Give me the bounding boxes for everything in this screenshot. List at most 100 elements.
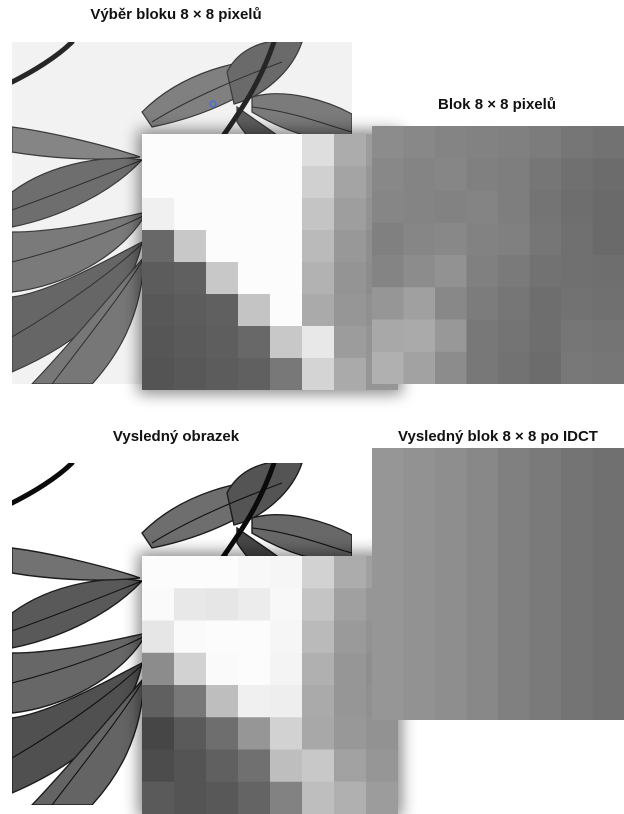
zoom-result-cell (174, 782, 207, 814)
zoom-result-cell (206, 621, 239, 654)
idct-block-cell (372, 550, 404, 585)
idct-block-cell (372, 584, 404, 619)
block-cell (498, 126, 530, 159)
zoom-cell (206, 294, 239, 327)
block-cell (530, 320, 562, 353)
zoom-cell (334, 134, 367, 167)
idct-block-cell (467, 618, 499, 653)
zoom-result-cell (366, 750, 398, 783)
zoom-result-cell (142, 556, 175, 589)
zoom-result-cell (238, 653, 271, 686)
zoom-cell (238, 294, 271, 327)
zoom-result-cell (270, 685, 303, 718)
block-cell (593, 287, 624, 320)
idct-block-cell (467, 652, 499, 687)
block-cell (467, 126, 499, 159)
zoom-result-cell (270, 653, 303, 686)
zoomed-result-block (142, 556, 398, 814)
idct-block-cell (530, 618, 562, 653)
block-cell (404, 191, 436, 224)
zoom-result-cell (174, 588, 207, 621)
zoom-result-cell (302, 621, 335, 654)
idct-block-cell (498, 448, 530, 483)
zoom-cell (270, 262, 303, 295)
idct-block-cell (530, 584, 562, 619)
idct-block-cell (467, 448, 499, 483)
block-cell (498, 255, 530, 288)
zoom-result-cell (334, 685, 367, 718)
zoom-result-cell (174, 653, 207, 686)
block-cell (593, 191, 624, 224)
zoom-cell (302, 198, 335, 231)
zoom-result-cell (142, 782, 175, 814)
block-cell (467, 287, 499, 320)
idct-block-cell (372, 618, 404, 653)
zoom-cell (206, 358, 239, 390)
zoom-cell (142, 230, 175, 263)
zoom-result-cell (174, 685, 207, 718)
zoom-result-cell (174, 621, 207, 654)
zoom-cell (206, 230, 239, 263)
idct-block-cell (467, 584, 499, 619)
zoom-result-cell (206, 717, 239, 750)
zoom-cell (238, 134, 271, 167)
idct-block-cell (404, 686, 436, 720)
zoom-result-cell (206, 556, 239, 589)
idct-block-cell (435, 550, 467, 585)
block-cell (435, 158, 467, 191)
idct-block-cell (498, 584, 530, 619)
block-cell (530, 223, 562, 256)
idct-block-cell (404, 618, 436, 653)
zoom-cell (302, 166, 335, 199)
zoom-cell (302, 294, 335, 327)
zoom-cell (270, 166, 303, 199)
block-cell (561, 191, 593, 224)
block-cell (372, 320, 404, 353)
zoom-cell (238, 230, 271, 263)
idct-block-cell (435, 516, 467, 551)
zoom-cell (206, 198, 239, 231)
block-cell (561, 352, 593, 384)
zoom-cell (302, 358, 335, 390)
zoom-result-cell (174, 556, 207, 589)
idct-block-cell (561, 516, 593, 551)
zoom-cell (174, 230, 207, 263)
zoom-cell (142, 358, 175, 390)
zoom-cell (142, 198, 175, 231)
zoom-result-cell (302, 750, 335, 783)
block-cell (593, 320, 624, 353)
idct-block-cell (530, 550, 562, 585)
zoom-cell (238, 166, 271, 199)
block-cell (467, 255, 499, 288)
idct-block-cell (467, 482, 499, 517)
zoom-cell (142, 134, 175, 167)
block-cell (467, 320, 499, 353)
idct-block-cell (593, 448, 624, 483)
idct-block-cell (404, 550, 436, 585)
zoom-result-cell (206, 750, 239, 783)
idct-block-cell (404, 584, 436, 619)
zoom-cell (174, 358, 207, 390)
block-cell (372, 191, 404, 224)
idct-block-cell (530, 652, 562, 687)
idct-block-cell (498, 516, 530, 551)
zoom-result-cell (206, 685, 239, 718)
idct-block-cell (467, 686, 499, 720)
zoom-result-cell (270, 782, 303, 814)
idct-block-cell (498, 550, 530, 585)
idct-block-cell (561, 550, 593, 585)
zoom-cell (302, 134, 335, 167)
block-cell (498, 352, 530, 384)
zoom-result-cell (238, 685, 271, 718)
zoom-grid-result (142, 556, 398, 814)
idct-block-cell (372, 652, 404, 687)
idct-block-cell (498, 652, 530, 687)
block-cell (561, 223, 593, 256)
block-cell (435, 320, 467, 353)
zoom-result-cell (206, 782, 239, 814)
zoom-cell (334, 230, 367, 263)
idct-block-cell (593, 652, 624, 687)
block-cell (498, 320, 530, 353)
zoom-result-cell (142, 750, 175, 783)
zoom-result-cell (238, 782, 271, 814)
